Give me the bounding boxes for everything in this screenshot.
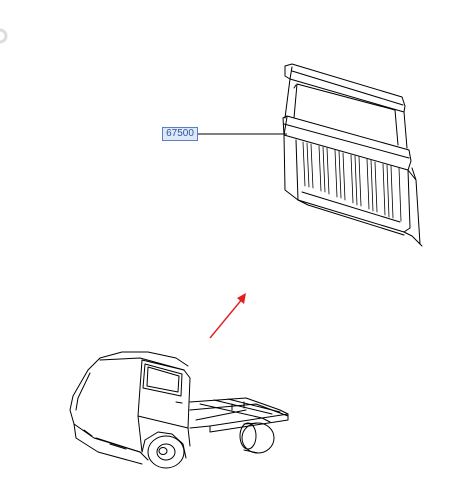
loading-spinner-icon (0, 28, 8, 44)
rear-panel-illustration (282, 63, 423, 247)
truck-cab-illustration (69, 351, 289, 469)
part-number-callout-67500[interactable]: 67500 (162, 127, 198, 141)
pointer-arrow-icon (209, 293, 246, 339)
